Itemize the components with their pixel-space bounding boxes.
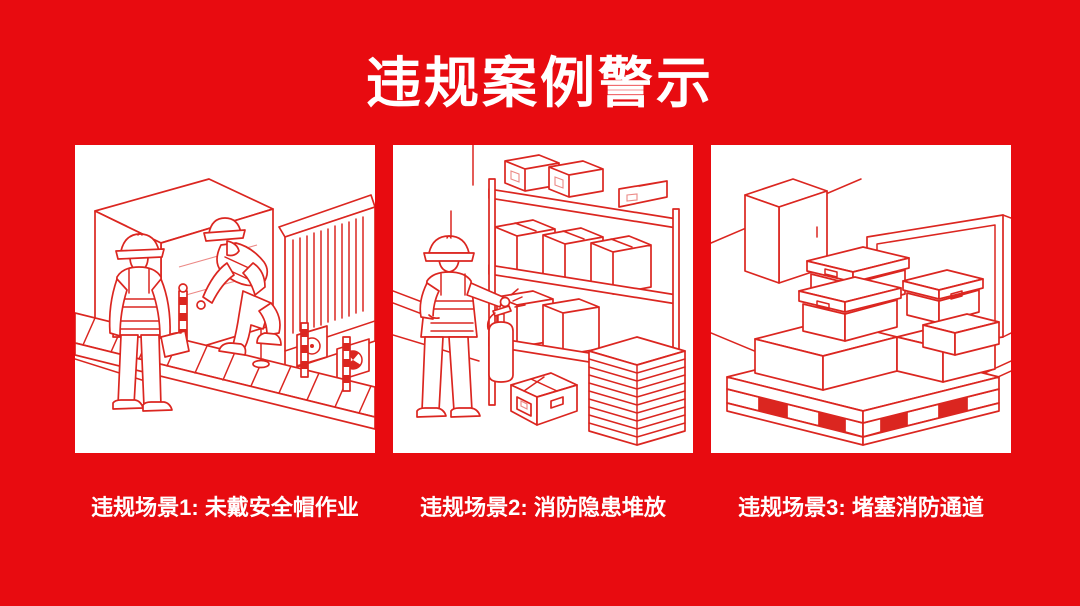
lidded-boxes (798, 246, 1000, 356)
illustration-card-3 (711, 145, 1011, 453)
illustration-card-1 (75, 145, 375, 453)
violation-panel-2: 违规场景2: 消防隐患堆放 (393, 145, 693, 522)
panel-caption-2: 违规场景2: 消防隐患堆放 (420, 495, 666, 520)
workers-on-conveyor-illustration (75, 178, 375, 430)
floor-box (510, 372, 578, 426)
worker-back-view (108, 232, 190, 412)
worker-bending (196, 217, 282, 356)
panels-row: 违规场景1: 未戴安全帽作业 (75, 145, 1011, 522)
panel-caption-3: 违规场景3: 堵塞消防通道 (738, 495, 984, 520)
slatted-machine (278, 194, 375, 382)
fire-cabinet (744, 178, 828, 284)
violation-panel-1: 违规场景1: 未戴安全帽作业 (75, 145, 375, 522)
board-stack (588, 336, 686, 446)
panel-caption-1: 违规场景1: 未戴安全帽作业 (91, 495, 359, 520)
page-title: 违规案例警示 (365, 52, 714, 114)
shelf-boxes-fire-extinguisher-illustration (393, 145, 686, 446)
pallet-boxes-blocking-fire-exit-illustration (711, 178, 1011, 446)
violation-panel-3: 违规场景3: 堵塞消防通道 (711, 145, 1011, 522)
worker (416, 235, 511, 418)
fire-extinguisher (486, 288, 526, 383)
illustration-card-2 (393, 145, 693, 453)
